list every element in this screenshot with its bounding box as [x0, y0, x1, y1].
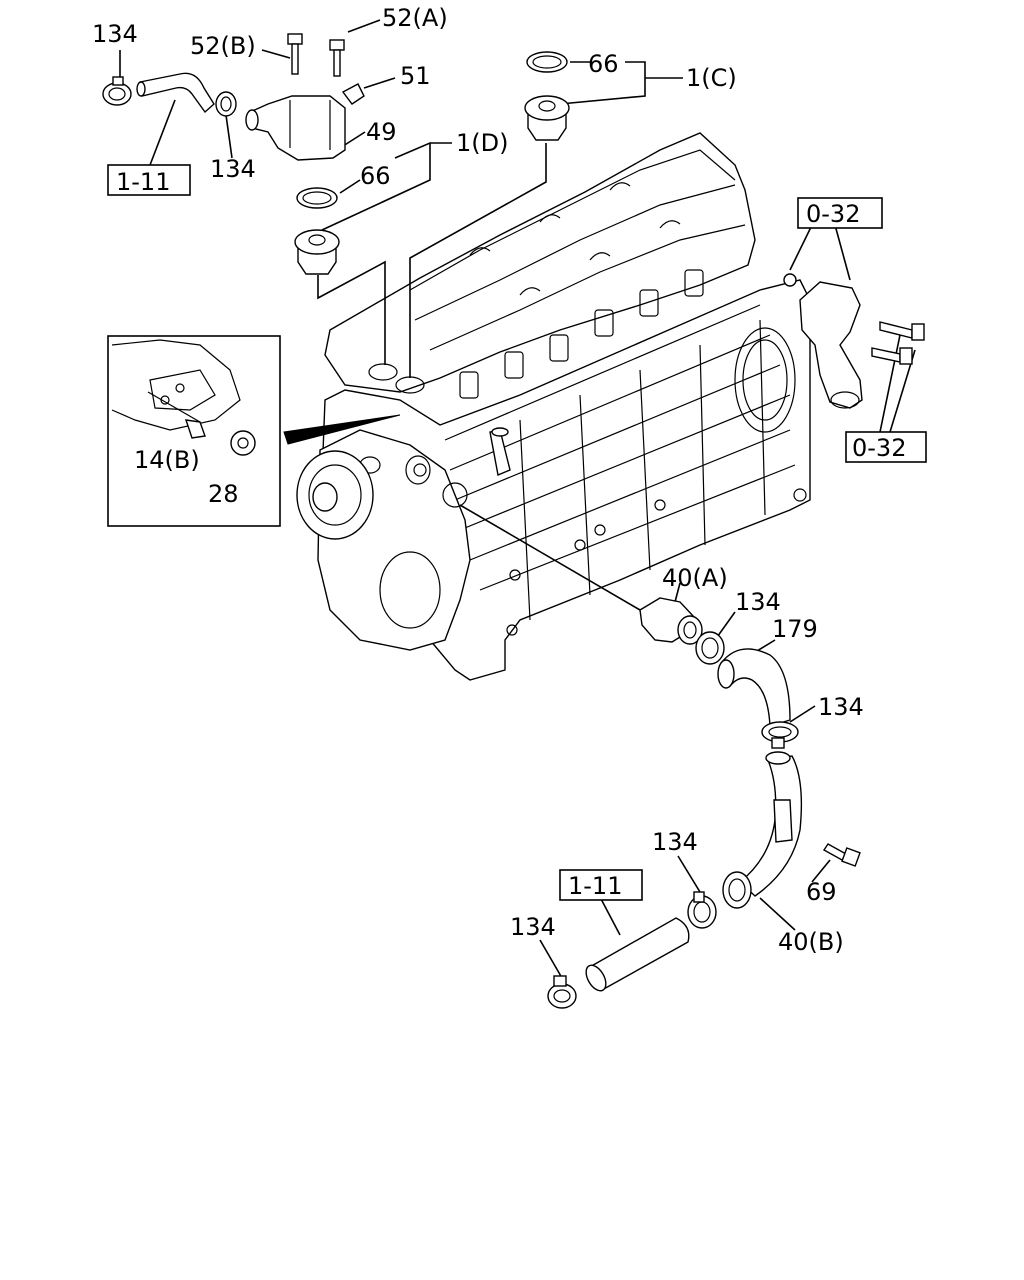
hose-1-11-lower [585, 917, 690, 992]
thermostat-housing [245, 33, 365, 161]
label-40b: 40(B) [778, 928, 844, 956]
rear-water-pipe [783, 273, 925, 409]
ref-box-1-11-top [107, 164, 191, 196]
label-1c: 1(C) [686, 64, 737, 92]
leader-lines [119, 19, 916, 979]
clamp-134-f [547, 975, 577, 1009]
label-66-bottom: 66 [360, 162, 391, 190]
clamp-134-e [687, 891, 717, 929]
label-40a: 40(A) [662, 564, 728, 592]
clamp-134-d [761, 721, 799, 749]
label-52a: 52(A) [382, 4, 448, 32]
top-hose-assembly [102, 72, 237, 117]
label-134-lower: 134 [652, 828, 698, 856]
thermostat-1c [524, 51, 570, 141]
label-134-top-left: 134 [92, 20, 138, 48]
inset-pointer-arrow [283, 414, 401, 445]
ref-box-1-11-bottom [559, 869, 643, 901]
ref-0-32-top: 0-32 [806, 200, 860, 228]
hose-179 [717, 648, 791, 727]
ref-1-11-bottom: 1-11 [568, 872, 622, 900]
ref-0-32-bottom: 0-32 [852, 434, 906, 462]
label-66-top: 66 [588, 50, 619, 78]
label-51: 51 [400, 62, 431, 90]
label-134-mid: 134 [818, 693, 864, 721]
water-inlet-40a [639, 597, 703, 645]
ref-box-0-32-bottom [845, 431, 927, 463]
label-134-40a: 134 [735, 588, 781, 616]
clamp-134-c [695, 631, 725, 665]
water-pipe-40b [722, 751, 803, 909]
label-1d: 1(D) [456, 129, 508, 157]
label-134-bottom: 134 [510, 913, 556, 941]
label-134-housing: 134 [210, 155, 256, 183]
ref-1-11-top: 1-11 [116, 168, 170, 196]
ref-box-0-32-top [797, 197, 883, 229]
label-52b: 52(B) [190, 32, 256, 60]
engine-block [296, 132, 811, 681]
label-28: 28 [208, 480, 239, 508]
label-69: 69 [806, 878, 837, 906]
label-14b: 14(B) [134, 446, 200, 474]
thermostat-1d [294, 187, 340, 275]
label-49: 49 [366, 118, 397, 146]
label-179: 179 [772, 615, 818, 643]
inset-detail [107, 335, 281, 527]
bolt-69 [822, 843, 861, 867]
